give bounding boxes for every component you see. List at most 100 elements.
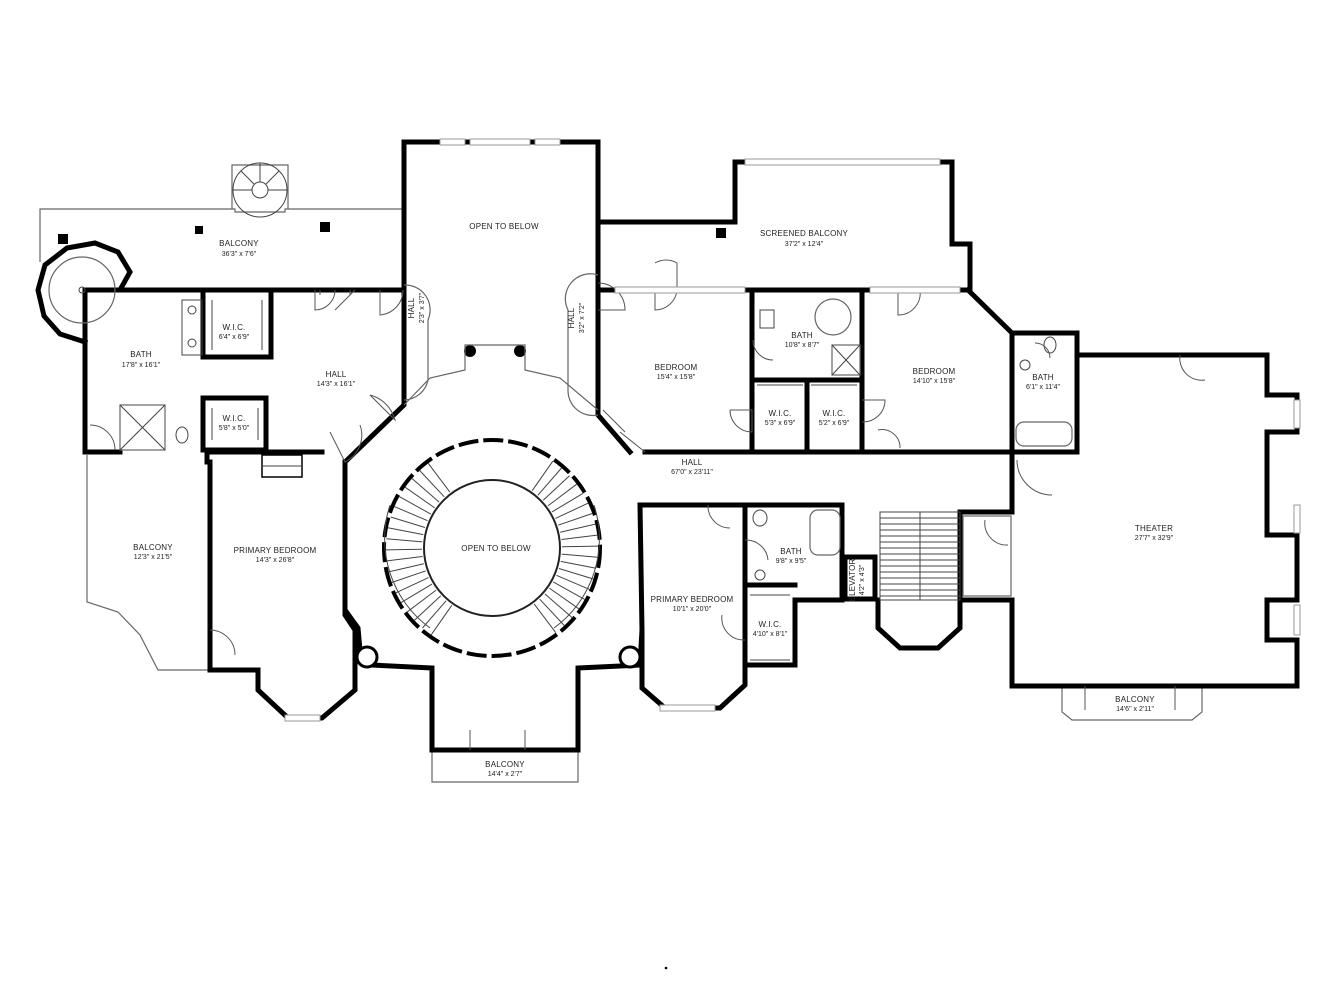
stair-tread — [400, 583, 433, 604]
windows — [284, 138, 1301, 722]
room-wic-lower-mid-name: W.I.C. — [759, 620, 782, 629]
room-hall-small-left-name: HALL — [407, 297, 416, 318]
stair-tread — [558, 567, 594, 580]
stair-tread — [561, 545, 598, 548]
stair-tread — [386, 548, 423, 551]
room-bedroom-right-dims: 14'10" x 15'8" — [913, 378, 956, 385]
room-bath-mid-dims: 10'8" x 8'7" — [785, 342, 820, 349]
room-balcony-left-dims: 12'3" x 21'5" — [134, 554, 173, 561]
room-wic-upper-left-dims: 6'4" x 6'9" — [219, 334, 250, 341]
room-balcony-top-name: BALCONY — [219, 239, 259, 248]
stair-tread — [414, 595, 442, 621]
fixtures — [48, 222, 1073, 661]
room-theater-name: THEATER — [1135, 524, 1173, 533]
stair-tread — [430, 605, 453, 636]
room-wic-lower-left-dims: 5'8" x 5'0" — [219, 425, 250, 432]
room-wic-mid-b-name: W.I.C. — [823, 409, 846, 418]
room-screened-balcony-name: SCREENED BALCONY — [760, 229, 849, 238]
stair-run — [879, 511, 921, 601]
room-balcony-right-name: BALCONY — [1115, 695, 1155, 704]
room-hall-left-name: HALL — [326, 370, 347, 379]
room-primary-bedroom-left-dims: 14'3" x 26'8" — [256, 557, 295, 564]
stair-tread — [419, 470, 445, 498]
room-hall-small-right-dims: 3'2" x 7'2" — [579, 302, 586, 333]
room-wic-lower-left-name: W.I.C. — [223, 414, 246, 423]
hall-arc-left — [403, 284, 431, 401]
room-balcony-bottom-name: BALCONY — [485, 760, 525, 769]
room-wic-upper-left-name: W.I.C. — [223, 323, 246, 332]
room-primary-bedroom-left-name: PRIMARY BEDROOM — [234, 546, 317, 555]
room-hall-small-right-name: HALL — [567, 307, 576, 328]
hall-arc-right — [564, 273, 599, 417]
stair-tread — [542, 475, 570, 501]
room-balcony-right-dims: 14'6" x 2'11" — [1116, 706, 1154, 713]
room-primary-bedroom-mid-name: PRIMARY BEDROOM — [651, 595, 734, 604]
stair-tread — [386, 538, 423, 543]
room-hall-small-left-dims: 2'3" x 3'7" — [419, 292, 426, 323]
stair-tread — [395, 577, 429, 594]
room-hall-left-dims: 14'3" x 16'1" — [317, 381, 356, 388]
stair-tread — [391, 570, 426, 583]
stair-tread — [394, 506, 428, 522]
spiral-staircase — [232, 162, 288, 218]
room-bedroom-right-name: BEDROOM — [913, 367, 956, 376]
stair-tread — [552, 581, 585, 600]
room-theater-dims: 27'7" x 32'9" — [1135, 535, 1174, 542]
room-balcony-bottom-dims: 14'4" x 2'7" — [488, 771, 523, 778]
room-labels: BALCONY 36'3" x 7'6" OPEN TO BELOW SCREE… — [122, 222, 1174, 778]
room-wic-mid-b-dims: 5'2" x 6'9" — [819, 420, 850, 427]
room-elevator-name: ELEVATOR — [848, 559, 857, 602]
stair-tread — [561, 534, 598, 540]
stair-tread — [551, 492, 584, 513]
stair-tread — [547, 483, 577, 507]
stair-tread — [386, 556, 423, 562]
room-bedroom-mid-dims: 15'4" x 15'8" — [657, 374, 696, 381]
stair-tread — [539, 598, 565, 626]
stair-tread — [561, 553, 598, 558]
rotunda-upper-curve — [403, 344, 599, 411]
room-bath-small-right-dims: 6'1" x 11'4" — [1026, 384, 1060, 391]
stair-tread — [427, 463, 451, 493]
stair-tread — [555, 502, 589, 519]
room-wic-mid-a-dims: 5'3" x 6'9" — [765, 420, 796, 427]
room-open-below-top-name: OPEN TO BELOW — [469, 222, 539, 231]
balcony-outlines — [39, 161, 1203, 783]
room-hall-main-name: HALL — [682, 458, 703, 467]
room-wic-mid-a-name: W.I.C. — [769, 409, 792, 418]
stair-tread — [549, 587, 580, 610]
stair-tread — [399, 496, 432, 515]
stair-tread — [407, 589, 437, 613]
exterior-walls — [35, 139, 1300, 753]
room-bath-lower-mid-dims: 9'8" x 9'5" — [776, 558, 807, 565]
dot-mark — [664, 966, 668, 970]
stair-tread — [560, 560, 597, 569]
room-hall-main-dims: 67'0" x 23'11" — [671, 469, 713, 476]
room-bath-small-right-name: BATH — [1032, 373, 1054, 382]
stair-tread — [560, 523, 596, 533]
rotunda-stairs — [382, 438, 602, 658]
stair-tread — [544, 593, 573, 618]
door-swings — [89, 259, 1206, 750]
stair-tread — [390, 516, 426, 529]
room-primary-bedroom-mid-dims: 10'1" x 20'0" — [673, 606, 712, 613]
stair-tread — [422, 600, 447, 629]
room-bath-left-name: BATH — [130, 350, 152, 359]
room-bath-mid-name: BATH — [791, 331, 813, 340]
stair-tread — [533, 603, 557, 633]
stair-tread — [556, 574, 590, 590]
room-balcony-left-name: BALCONY — [133, 543, 173, 552]
stair-tread — [558, 513, 593, 526]
room-bath-lower-mid-name: BATH — [780, 547, 802, 556]
stair-tread — [404, 486, 435, 509]
stair-tread — [531, 460, 554, 491]
room-wic-lower-mid-dims: 4'10" x 8'1" — [753, 631, 788, 638]
columns — [355, 345, 642, 669]
stair-tread — [411, 478, 440, 503]
room-screened-balcony-dims: 37'2" x 12'4" — [785, 241, 824, 248]
stair-tread — [387, 527, 424, 536]
stair-tread — [537, 467, 562, 496]
room-bedroom-mid-name: BEDROOM — [655, 363, 698, 372]
room-open-below-center-name: OPEN TO BELOW — [461, 544, 531, 553]
room-balcony-top-dims: 36'3" x 7'6" — [222, 251, 257, 258]
